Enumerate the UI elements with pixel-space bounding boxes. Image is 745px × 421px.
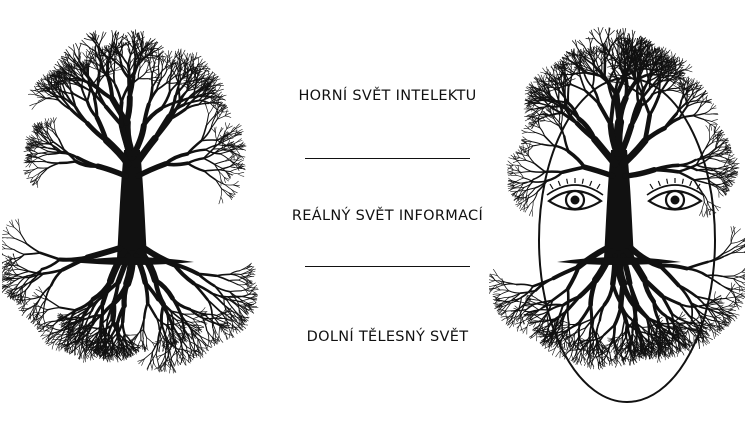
- tree-with-roots-icon: [2, 0, 262, 421]
- divider-line: [305, 158, 470, 159]
- label-upper-world: HORNÍ SVĚT INTELEKTU: [265, 88, 510, 104]
- tree-with-roots-face-icon: [489, 0, 745, 421]
- right-eye-icon: [647, 178, 703, 210]
- divider-line: [305, 266, 470, 267]
- left-eye-icon: [547, 178, 603, 210]
- label-real-world: REÁLNÝ SVĚT INFORMACÍ: [265, 208, 510, 224]
- label-lower-world: DOLNÍ TĚLESNÝ SVĚT: [265, 329, 510, 345]
